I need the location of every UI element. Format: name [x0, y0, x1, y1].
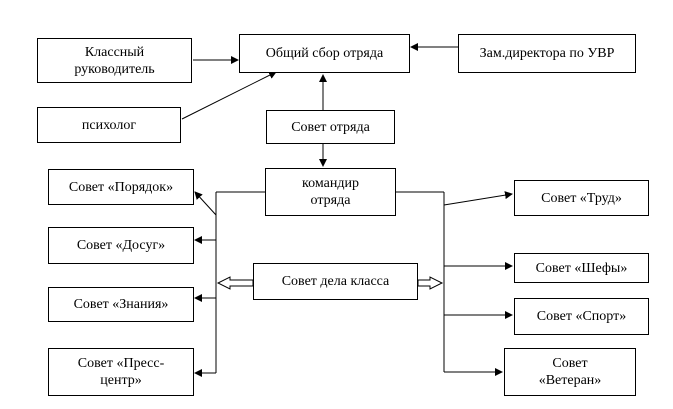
double-arrow-right	[417, 276, 444, 290]
arrow-to-order	[194, 191, 217, 216]
node-psychologist: психолог	[37, 107, 181, 143]
node-squad-council: Совет отряда	[266, 110, 395, 144]
node-deputy-director: Зам.директора по УВР	[458, 34, 636, 73]
node-council-knowledge: Совет «Знания»	[48, 287, 194, 322]
arrow-psychologist-to-meeting	[181, 71, 277, 120]
arrow-to-labor	[443, 191, 513, 206]
node-council-labor: Совет «Труд»	[514, 180, 649, 216]
node-class-affairs-council: Совет дела класса	[253, 263, 418, 300]
node-council-press: Совет «Пресс- центр»	[48, 348, 194, 396]
node-council-sport: Совет «Спорт»	[514, 298, 649, 335]
node-general-meeting: Общий сбор отряда	[239, 34, 410, 73]
node-squad-commander: командир отряда	[265, 168, 396, 216]
node-class-teacher: Классный руководитель	[37, 38, 192, 83]
node-council-order: Совет «Порядок»	[48, 169, 194, 205]
node-council-leisure: Совет «Досуг»	[48, 227, 194, 264]
node-council-veteran: Совет «Ветеран»	[504, 348, 636, 396]
double-arrow-left	[216, 276, 254, 290]
node-council-patrons: Совет «Шефы»	[514, 253, 649, 283]
